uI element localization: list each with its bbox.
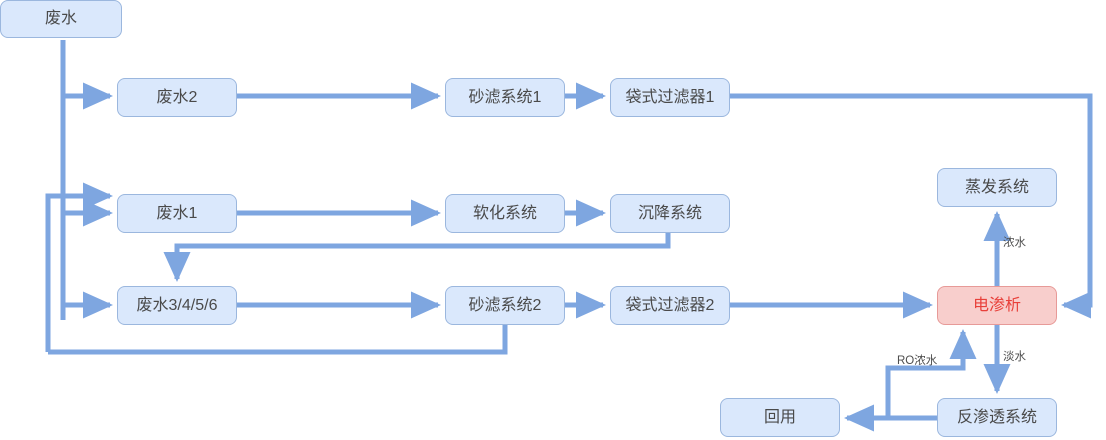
wire-ro-brine-to-ed: [885, 329, 977, 418]
node-ww1[interactable]: 废水1: [117, 194, 237, 233]
node-soften[interactable]: 软化系统: [445, 194, 565, 233]
node-label-bag1: 袋式过滤器1: [625, 88, 715, 106]
node-ww3456[interactable]: 废水3/4/5/6: [117, 286, 237, 325]
node-settle[interactable]: 沉降系统: [610, 194, 730, 233]
edge-label-brine: 浓水: [1003, 237, 1026, 249]
node-label-bag2: 袋式过滤器2: [625, 296, 715, 314]
node-label-feed: 废水: [44, 10, 77, 27]
node-label-ed: 电渗析: [972, 296, 1021, 314]
edge-label-roBrine: RO浓水: [897, 355, 938, 367]
wire-bag1-to-ed: [730, 93, 1093, 319]
edge-label-fresh: 淡水: [1003, 351, 1026, 363]
node-ed[interactable]: 电渗析: [937, 286, 1057, 325]
node-bag2[interactable]: 袋式过滤器2: [610, 286, 730, 325]
node-label-sand1: 砂滤系统1: [468, 88, 542, 106]
node-label-reuse: 回用: [763, 408, 796, 426]
node-label-ww2: 废水2: [156, 88, 198, 106]
node-bag1[interactable]: 袋式过滤器1: [610, 78, 730, 117]
node-ww2[interactable]: 废水2: [117, 78, 237, 117]
node-label-evap: 蒸发系统: [964, 178, 1029, 196]
node-sand1[interactable]: 砂滤系统1: [445, 78, 565, 117]
node-feed[interactable]: 废水: [0, 0, 122, 38]
node-label-sand2: 砂滤系统2: [468, 296, 542, 314]
node-label-settle: 沉降系统: [637, 204, 702, 222]
node-sand2[interactable]: 砂滤系统2: [445, 286, 565, 325]
node-reuse[interactable]: 回用: [720, 398, 840, 437]
node-label-ww3456: 废水3/4/5/6: [136, 296, 218, 314]
node-ro[interactable]: 反渗透系统: [937, 398, 1057, 437]
wire-recycle-riser: [45, 182, 113, 352]
node-label-soften: 软化系统: [472, 204, 537, 222]
node-label-ro: 反渗透系统: [956, 408, 1037, 426]
wire-settle-to-ww3456: [163, 233, 671, 282]
wire-recycle-return: [48, 325, 508, 355]
node-evap[interactable]: 蒸发系统: [937, 168, 1057, 207]
node-label-ww1: 废水1: [156, 204, 198, 222]
